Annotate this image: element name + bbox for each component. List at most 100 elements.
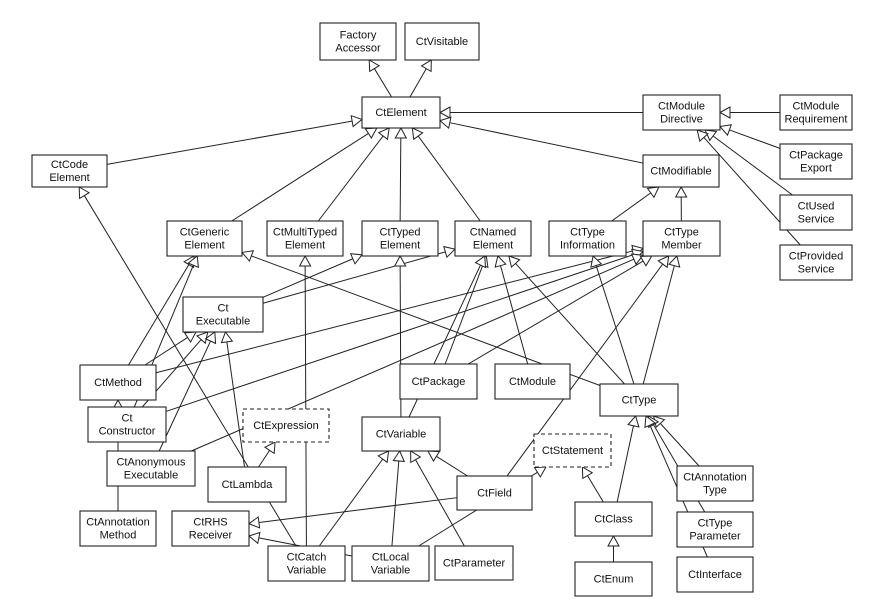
- inheritance-arrowhead-icon: [377, 450, 390, 464]
- edge-line: [262, 258, 354, 298]
- node-box: [642, 220, 721, 257]
- node-box: [779, 94, 853, 131]
- node-box: [399, 363, 478, 400]
- node-box: [676, 465, 754, 502]
- edge-line: [436, 455, 468, 477]
- node-CtMethod: CtMethod: [79, 364, 157, 401]
- edge-line: [595, 265, 635, 385]
- inheritance-arrowhead-icon: [443, 245, 456, 259]
- inheritance-arrowhead-icon: [704, 129, 718, 142]
- edge-CtTypeMember-to-CtModifiable: [674, 185, 688, 222]
- edge-CtClass-to-CtStatement: [581, 466, 604, 503]
- inheritance-arrowhead-icon: [196, 331, 209, 345]
- edge-CtNamedElement-to-CtElement: [411, 127, 481, 222]
- inheritance-arrowhead-icon: [590, 255, 603, 268]
- edge-line: [506, 263, 664, 477]
- node-label: Parameter: [689, 531, 741, 543]
- inheritance-arrowhead-icon: [674, 185, 688, 198]
- inheritance-arrowhead-icon: [420, 59, 432, 73]
- node-label: Service: [798, 264, 835, 276]
- node-box: [266, 220, 344, 257]
- node-label: CtLocal: [372, 552, 409, 564]
- edge-line: [729, 129, 781, 149]
- node-box: [642, 94, 721, 131]
- node-label: CtCode: [51, 159, 88, 171]
- inheritance-arrowhead-icon: [298, 254, 312, 267]
- inheritance-arrowhead-icon: [78, 186, 91, 200]
- edge-CtMultiTypedElement-to-CtElement: [317, 127, 390, 222]
- node-box: [267, 545, 346, 582]
- node-label: Ct: [122, 413, 133, 425]
- inheritance-arrowhead-icon: [427, 450, 441, 462]
- node-label: Element: [380, 240, 420, 252]
- inheritance-arrowhead-icon: [696, 129, 709, 143]
- inheritance-arrowhead-icon: [247, 516, 261, 529]
- node-CtVariable: CtVariable: [361, 416, 441, 452]
- edge-CtTypeInformation-to-CtModifiable: [611, 186, 660, 222]
- node-box: [574, 561, 653, 597]
- edge-line: [500, 265, 529, 365]
- node-box: [548, 220, 627, 257]
- edge-line: [258, 450, 270, 468]
- edge-CtElement-to-CtVisitable: [409, 59, 432, 98]
- node-box: [779, 244, 853, 281]
- node-label: Element: [49, 172, 89, 184]
- node-box: [361, 220, 439, 257]
- node-CtField: CtField: [456, 475, 533, 511]
- node-label: CtPackage: [412, 376, 466, 388]
- node-label: Ct: [218, 303, 229, 315]
- class-nodes: FactoryAccessorCtVisitableCtElementCtMod…: [31, 22, 853, 597]
- inheritance-arrowhead-icon: [364, 127, 378, 140]
- node-CtVisitable: CtVisitable: [404, 22, 480, 61]
- node-CtModifiable: CtModifiable: [642, 154, 720, 188]
- inheritance-arrowhead-icon: [368, 59, 381, 73]
- node-label: Element: [184, 240, 224, 252]
- edge-CtGenericElement-to-CtElement: [231, 127, 378, 222]
- edge-CtExecutable-to-CtNamedElement: [262, 245, 456, 304]
- node-label: Executable: [124, 470, 178, 482]
- node-CtModule: CtModule: [494, 363, 571, 400]
- edge-line: [158, 340, 212, 452]
- node-label: CtVariable: [376, 429, 427, 441]
- node-box: [106, 450, 196, 487]
- edge-CtPackageExport-to-CtModuleDirective: [719, 124, 781, 149]
- edge-CtField-to-CtRHSReceiver: [247, 497, 458, 529]
- edge-CtEnum-to-CtClass: [607, 534, 620, 562]
- node-label: Executable: [196, 316, 250, 328]
- inheritance-arrowhead-icon: [581, 466, 594, 480]
- node-label: Constructor: [99, 426, 156, 438]
- node-CtExpression: CtExpression: [242, 408, 330, 443]
- node-box: [361, 416, 441, 452]
- edge-CtCatchVariable-to-CtMultiTypedElement: [298, 254, 312, 547]
- inheritance-arrowhead-icon: [668, 254, 681, 268]
- node-label: CtModifiable: [650, 166, 711, 178]
- node-label: CtField: [477, 488, 512, 500]
- node-box: [676, 511, 754, 548]
- edge-CtAnonymousExecutable-to-CtExecutable: [158, 331, 217, 452]
- edge-line: [449, 122, 644, 164]
- inheritance-arrowhead-icon: [494, 254, 507, 268]
- node-box: [319, 22, 397, 61]
- edge-CtCodeElement-to-CtElement: [106, 114, 364, 165]
- node-label: CtCatch: [287, 552, 327, 564]
- node-label: Directive: [660, 114, 703, 126]
- node-label: CtModule: [658, 101, 705, 113]
- node-label: Variable: [287, 565, 327, 577]
- edge-line: [262, 251, 446, 304]
- node-box: [574, 501, 653, 537]
- node-box: [404, 22, 480, 61]
- node-label: CtMultiTyped: [273, 227, 337, 239]
- node-box: [351, 545, 430, 582]
- node-label: CtProvided: [789, 251, 843, 263]
- edge-CtPackage-to-CtTypeMember: [467, 255, 653, 365]
- node-label: Element: [285, 240, 325, 252]
